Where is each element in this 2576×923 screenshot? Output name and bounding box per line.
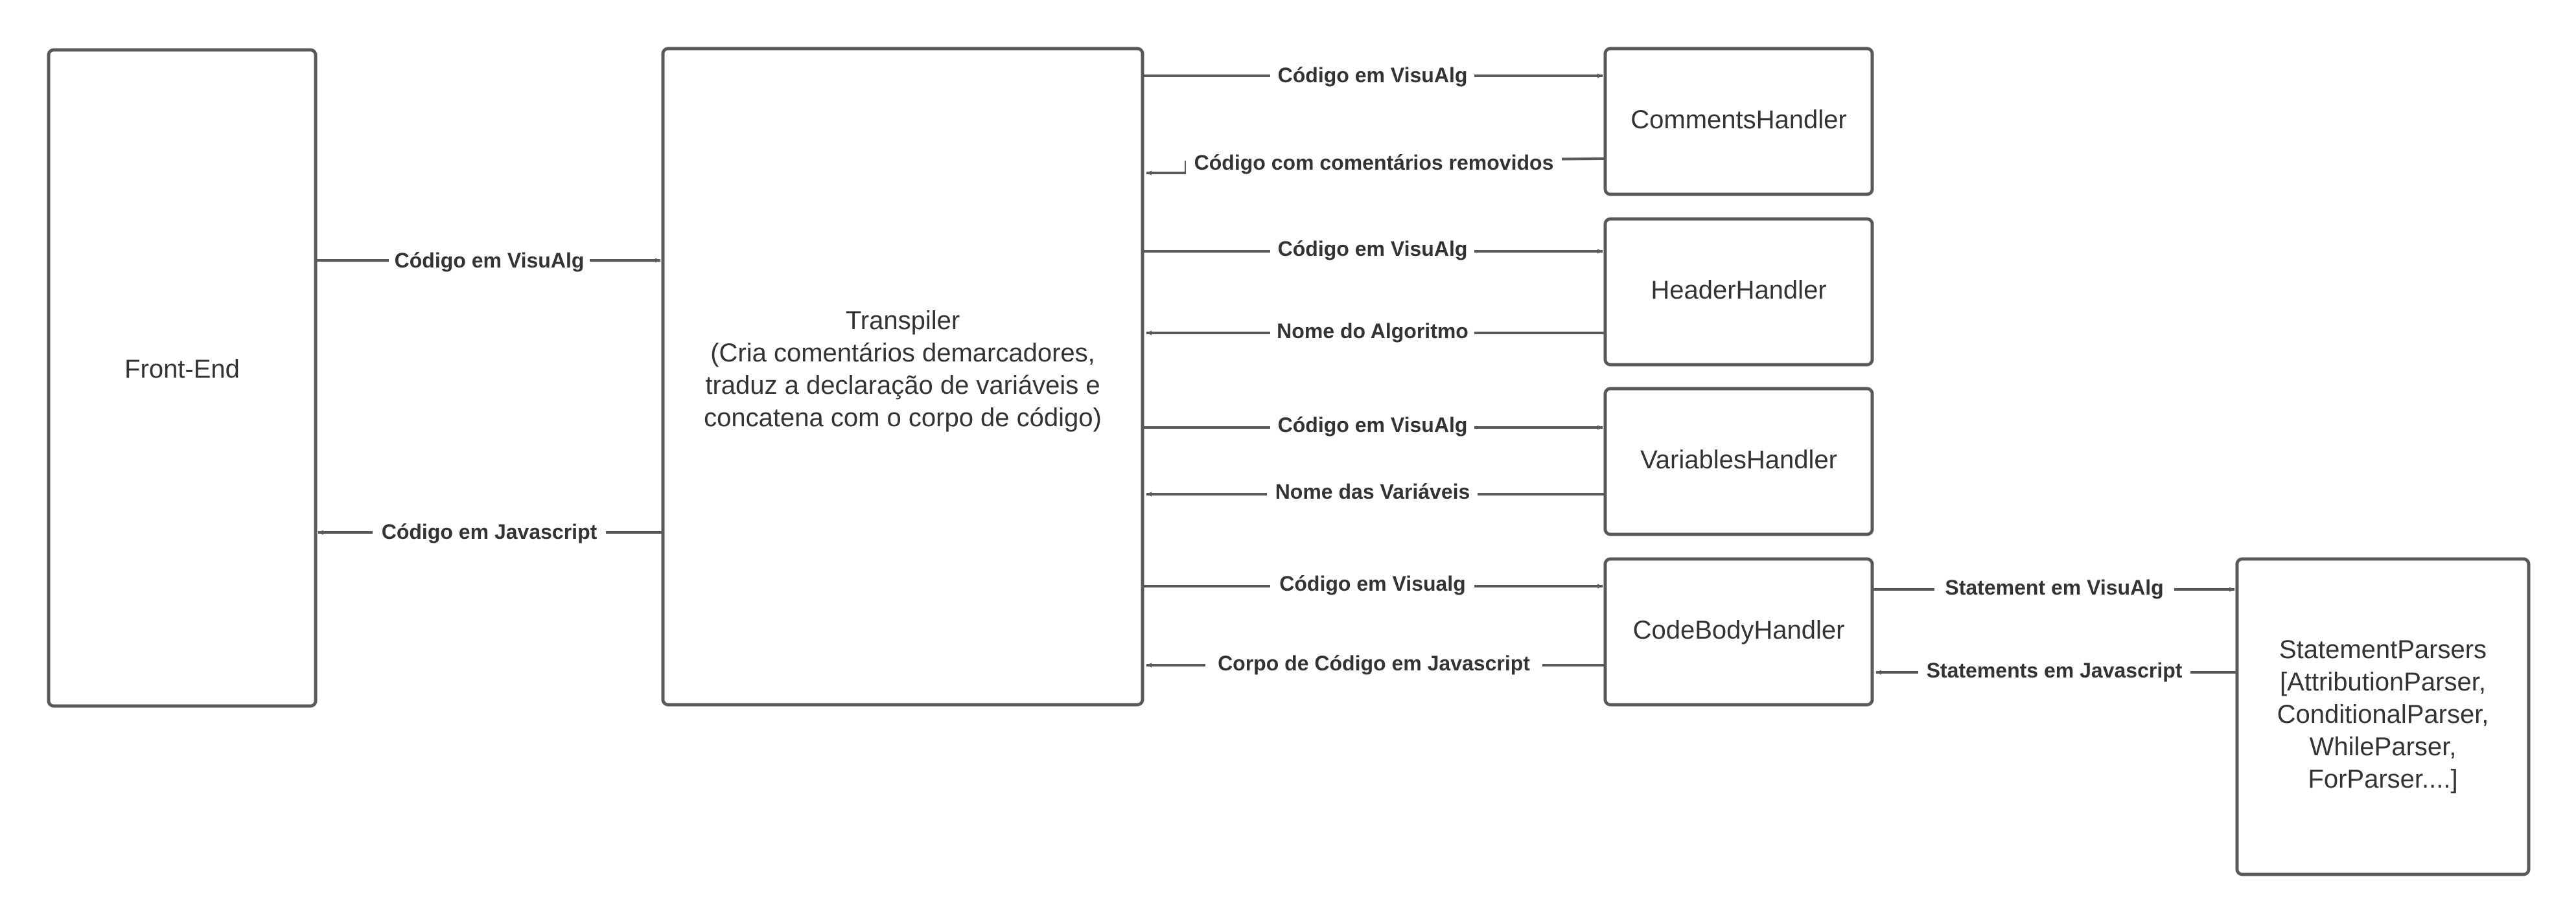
frontend-node: Front-End [47, 48, 318, 708]
edge-label-from-statement-parsers: Statements em Javascript [1927, 659, 2183, 682]
edge-label-from-header-handler: Nome do Algoritmo [1277, 319, 1468, 343]
header-handler-label: HeaderHandler [1651, 276, 1826, 304]
header-handler-node: HeaderHandler [1603, 217, 1874, 367]
edge-label-to-statement-parsers: Statement em VisuAlg [1945, 576, 2163, 599]
edge-to-header-handler: Código em VisuAlg [1144, 236, 1603, 262]
edge-label-to-header-handler: Código em VisuAlg [1278, 237, 1468, 260]
edge-from-codebody-handler: Corpo de Código em Javascript [1146, 651, 1604, 677]
statement-parsers-label-line-1: StatementParsers [2279, 635, 2487, 664]
edge-from-header-handler: Nome do Algoritmo [1146, 319, 1604, 345]
variables-handler-label: VariablesHandler [1640, 446, 1837, 474]
edge-label-to-codebody-handler: Código em Visualg [1279, 572, 1465, 595]
edge-from-statement-parsers: Statements em Javascript [1875, 658, 2236, 684]
transpiler-label-line-2: (Cria comentários demarcadores, [710, 339, 1095, 367]
edge-from-variables-handler: Nome das Variáveis [1146, 479, 1604, 505]
frontend-label: Front-End [124, 355, 240, 383]
comments-handler-label: CommentsHandler [1630, 106, 1846, 134]
edge-label-transpiler-to-fe: Código em Javascript [382, 520, 598, 543]
edge-to-variables-handler: Código em VisuAlg [1144, 413, 1603, 439]
edge-label-from-variables-handler: Nome das Variáveis [1275, 480, 1470, 503]
statement-parsers-node: StatementParsers [AttributionParser, Con… [2235, 557, 2531, 876]
edge-fe-to-transpiler: Código em VisuAlg [317, 247, 661, 273]
transpiler-label-line-3: traduz a declaração de variáveis e [705, 371, 1100, 400]
statement-parsers-label-line-2: [AttributionParser, [2280, 668, 2486, 696]
edge-to-codebody-handler: Código em Visualg [1144, 571, 1603, 597]
edge-to-statement-parsers: Statement em VisuAlg [1874, 575, 2235, 601]
statement-parsers-label-line-4: WhileParser, [2310, 733, 2457, 761]
edge-label-from-codebody-handler: Corpo de Código em Javascript [1218, 652, 1530, 675]
edge-label-to-variables-handler: Código em VisuAlg [1278, 413, 1468, 437]
comments-handler-node: CommentsHandler [1603, 47, 1874, 196]
edge-label-to-comments-handler: Código em VisuAlg [1278, 63, 1468, 87]
edge-label-from-comments-handler: Código com comentários removidos [1194, 151, 1554, 174]
edge-transpiler-to-fe: Código em Javascript [318, 519, 662, 545]
edge-label-fe-to-transpiler: Código em VisuAlg [395, 249, 585, 272]
codebody-handler-label: CodeBodyHandler [1633, 616, 1845, 644]
codebody-handler-node: CodeBodyHandler [1603, 557, 1874, 707]
transpiler-node: Transpiler (Cria comentários demarcadore… [661, 47, 1144, 707]
edge-to-comments-handler: Código em VisuAlg [1144, 63, 1603, 89]
statement-parsers-label-line-3: ConditionalParser, [2277, 700, 2489, 729]
edge-from-comments-handler: Código com comentários removidos [1146, 150, 1605, 176]
transpiler-label-line-4: concatena com o corpo de código) [704, 404, 1102, 432]
variables-handler-node: VariablesHandler [1603, 387, 1874, 536]
transpiler-label-line-1: Transpiler [846, 306, 960, 335]
statement-parsers-label-line-5: ForParser....] [2308, 765, 2457, 793]
